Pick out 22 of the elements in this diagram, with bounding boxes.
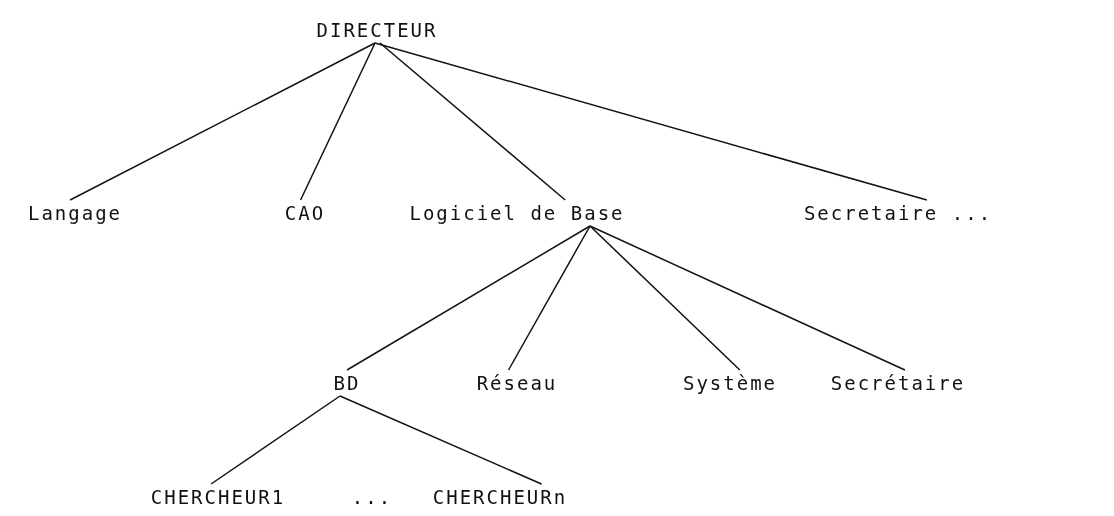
node-label: CAO xyxy=(282,200,328,226)
connector-line xyxy=(374,42,928,201)
connector-line xyxy=(210,395,341,485)
ellipsis-text: ... xyxy=(350,485,394,510)
node-label: Système xyxy=(680,370,780,396)
connector-line xyxy=(589,225,741,371)
node-label: CHERCHEUR1 xyxy=(148,484,288,510)
node-label: CHERCHEURn xyxy=(430,484,570,510)
node-label: DIRECTEUR xyxy=(314,17,440,43)
node-label: Secretaire ... xyxy=(801,200,995,226)
connector-line xyxy=(507,225,591,371)
node-label: Secrétaire xyxy=(828,370,968,396)
connector-line xyxy=(299,42,376,201)
node-label: Langage xyxy=(25,200,125,226)
connector-line xyxy=(69,42,376,201)
node-label: BD xyxy=(331,370,363,396)
connector-line xyxy=(379,42,566,201)
connector-line xyxy=(346,225,591,371)
node-label: Réseau xyxy=(474,370,560,396)
connector-line xyxy=(339,395,543,485)
node-label: Logiciel de Base xyxy=(407,200,627,226)
connector-line xyxy=(589,225,906,371)
